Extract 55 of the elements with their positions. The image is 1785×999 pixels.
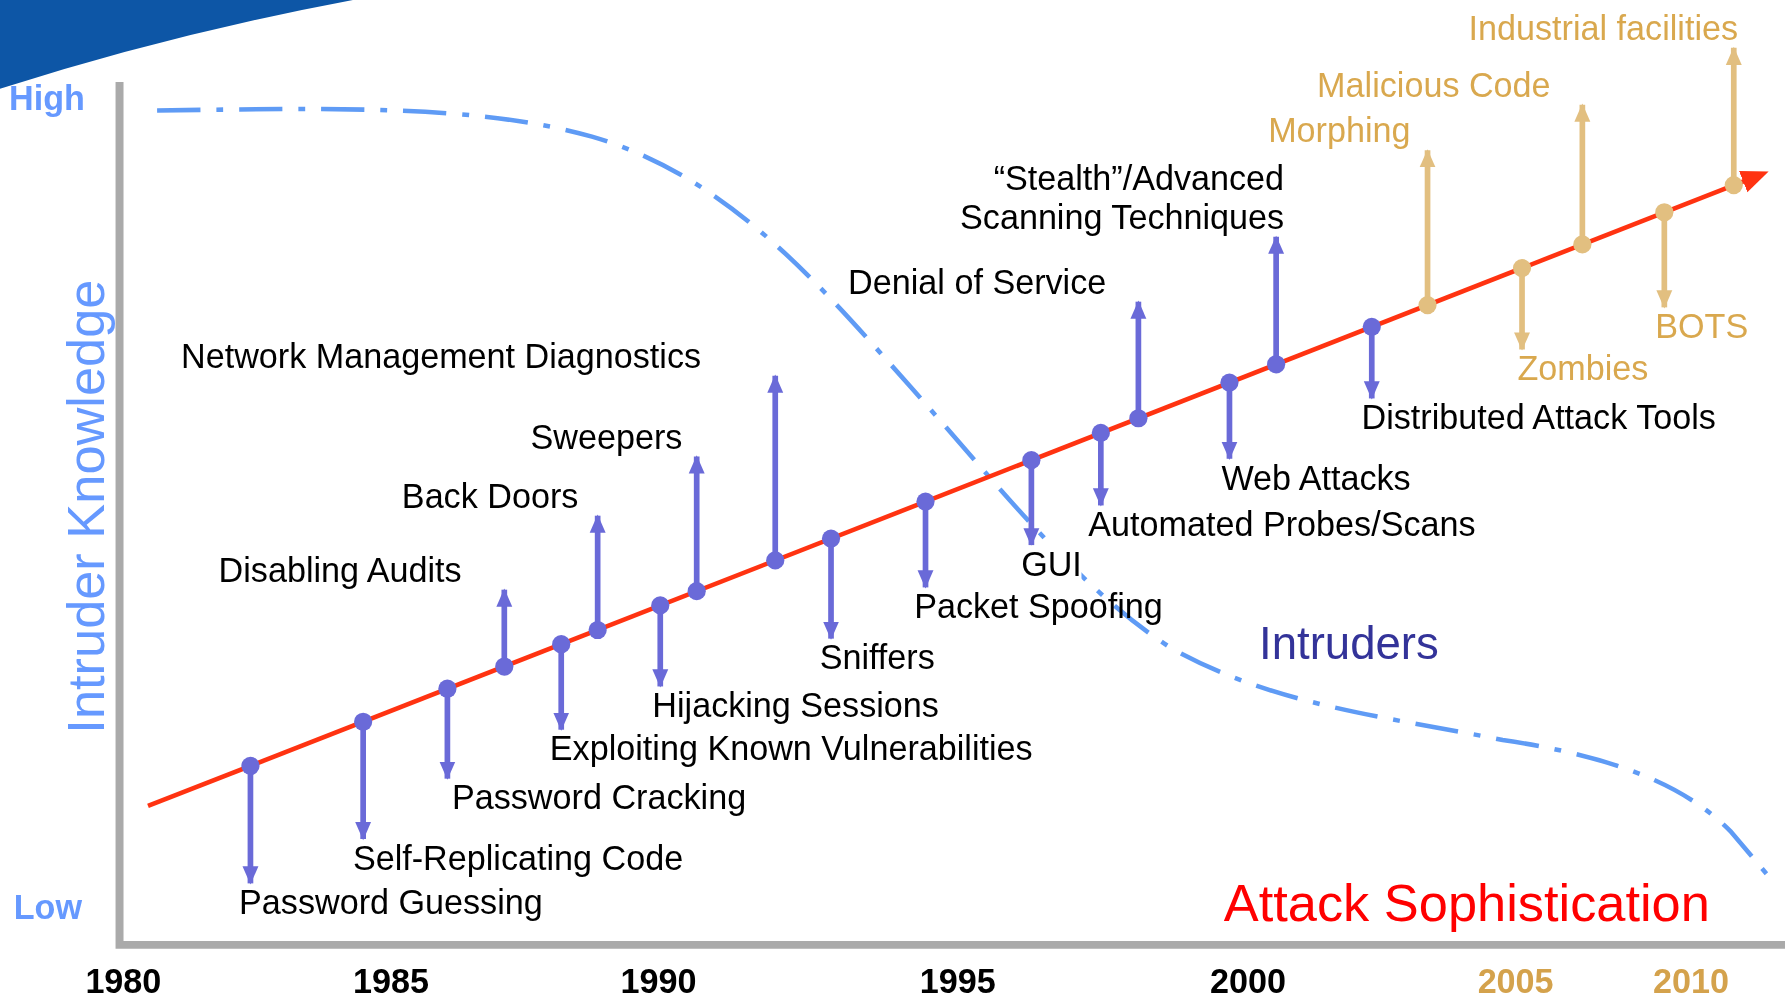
arrow — [438, 679, 457, 780]
attack-label: Industrial facilities — [1468, 9, 1739, 48]
year-tick-label: 2000 — [1210, 961, 1287, 999]
arrow — [241, 756, 260, 885]
year-tick-label: 1985 — [352, 961, 429, 999]
chart-label: Intruders — [1259, 618, 1439, 670]
attack-label: Hijacking Sessions — [652, 686, 939, 726]
arrow — [1129, 300, 1148, 428]
arrow — [1022, 451, 1041, 547]
year-tick-label: 1990 — [620, 961, 697, 999]
attack-label: Distributed Attack Tools — [1361, 398, 1716, 438]
arrow — [916, 492, 935, 589]
arrow — [766, 374, 785, 570]
attack-label: Sweepers — [530, 417, 704, 457]
arrow — [1362, 317, 1381, 400]
chart-label: Low — [13, 887, 82, 927]
year-tick-label: 2010 — [1652, 961, 1729, 999]
attack-label: Packet Spoofing — [914, 587, 1163, 627]
axis-title: Intruder Knowledge — [54, 279, 116, 734]
arrow — [1512, 259, 1532, 351]
attack-label: Exploiting Known Vulnerabilities — [549, 729, 1033, 769]
arrow — [1091, 423, 1110, 507]
attack-label: Disabling Audits — [218, 551, 512, 590]
attack-label: Malicious Code — [1317, 66, 1590, 105]
arrow — [1724, 46, 1743, 195]
arrow — [687, 455, 706, 601]
arrow — [588, 514, 607, 640]
attack-label: Password Guessing — [239, 883, 543, 923]
attack-label: “Stealth”/Advanced Scanning Techniques — [919, 159, 1285, 237]
attack-label: Automated Probes/Scans — [1088, 505, 1476, 545]
arrow — [1418, 149, 1437, 315]
arrow — [495, 588, 514, 676]
arrow — [1573, 103, 1592, 254]
arrow — [1267, 235, 1286, 374]
attack-label: Password Cracking — [440, 778, 747, 818]
attack-label: Back Doors — [401, 477, 605, 516]
attack-label: Self-Replicating Code — [352, 839, 684, 878]
arrow — [1655, 203, 1674, 309]
attack-label: Denial of Service — [848, 262, 1145, 302]
arrow — [1220, 373, 1239, 460]
attack-label: Network Management Diagnostics — [181, 336, 782, 376]
chart-label: Attack Sophistication — [1223, 872, 1710, 934]
year-tick-label: 1995 — [919, 961, 996, 999]
arrow — [354, 712, 373, 841]
arrow — [651, 596, 670, 688]
attack-label: Zombies — [1517, 349, 1649, 389]
attack-label: Morphing — [1268, 111, 1435, 151]
attack-label: BOTS — [1655, 307, 1749, 347]
year-tick-label: 2005 — [1477, 961, 1554, 999]
year-tick-label: 1980 — [85, 961, 162, 999]
arrow — [552, 635, 571, 731]
attack-label: Web Attacks — [1221, 458, 1411, 498]
chart-label: High — [9, 79, 85, 119]
attack-label: Sniffers — [819, 638, 935, 678]
arrow — [821, 529, 841, 640]
